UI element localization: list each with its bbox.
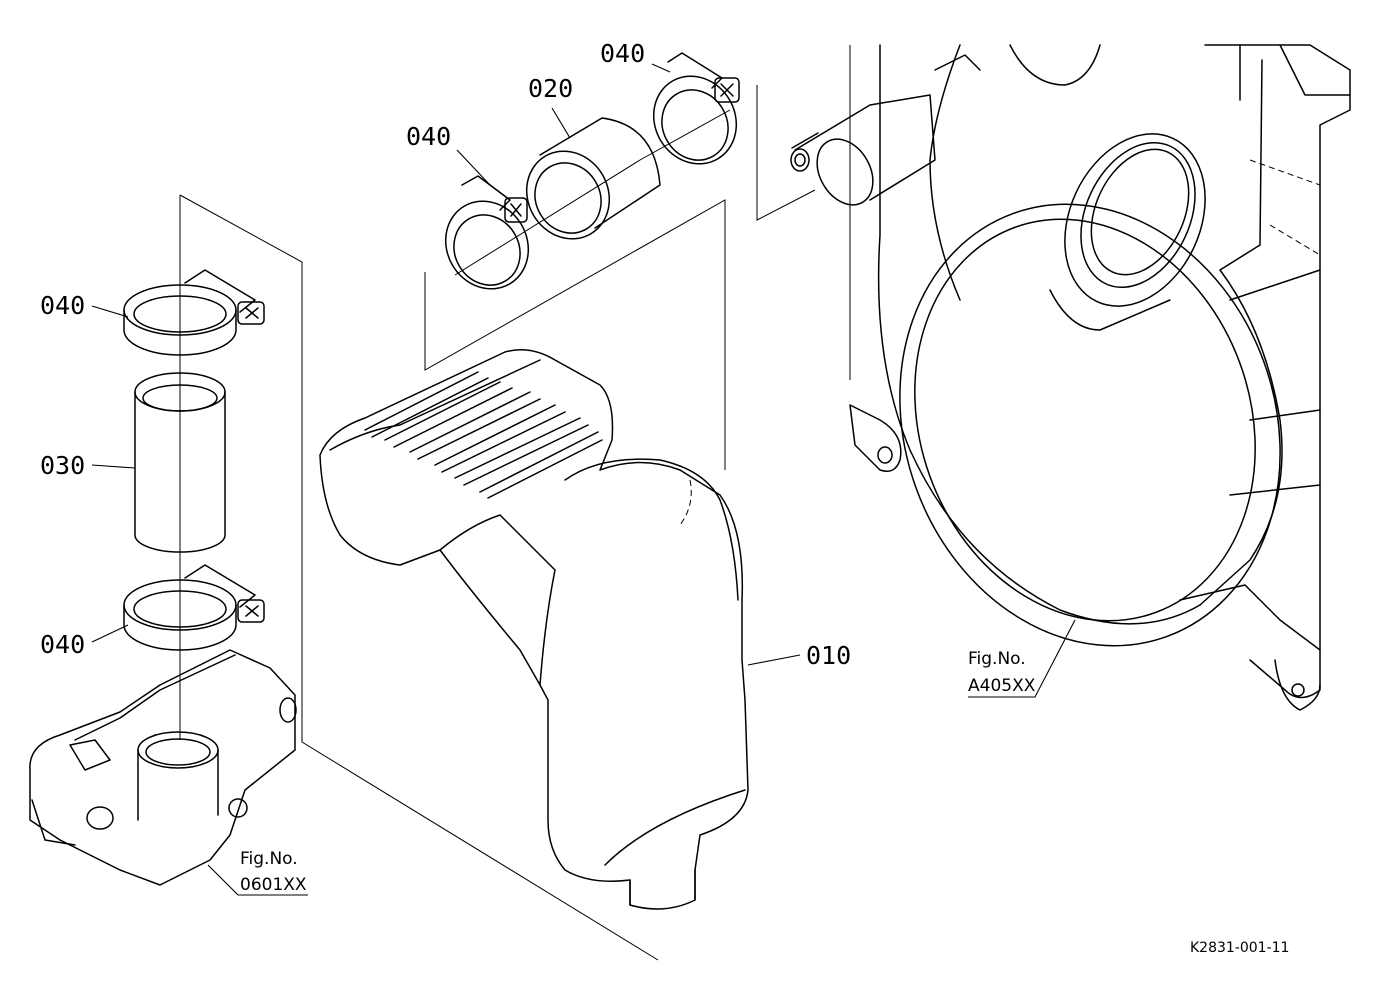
part-label-030: 030 — [40, 451, 85, 480]
leader-lines — [91, 63, 1076, 896]
part-label-020: 020 — [528, 74, 573, 103]
top-right-clamp-040 — [652, 52, 740, 165]
fan-shroud — [849, 44, 1351, 711]
hose-020 — [525, 117, 661, 240]
fig-ref-0601-code: 0601XX — [240, 875, 307, 895]
part-label-040-top-right: 040 — [600, 39, 645, 68]
lower-clamp-040 — [123, 564, 265, 651]
intake-manifold — [29, 649, 297, 886]
shroud-inlet-pipe — [790, 94, 936, 206]
part-label-040-top-left: 040 — [406, 122, 451, 151]
fig-ref-a405-code: A405XX — [968, 676, 1036, 696]
drawing-code: K2831-001-11 — [1190, 940, 1289, 956]
fig-ref-a405-label: Fig.No. — [968, 649, 1026, 669]
part-label-040-upper: 040 — [40, 291, 85, 320]
part-label-040-lower: 040 — [40, 630, 85, 659]
air-cleaner-010 — [319, 349, 749, 910]
upper-clamp-040 — [123, 269, 265, 356]
top-left-clamp-040 — [444, 175, 530, 290]
fig-ref-0601-label: Fig.No. — [240, 849, 298, 869]
part-label-010: 010 — [806, 641, 851, 670]
reference-lines — [179, 45, 851, 961]
